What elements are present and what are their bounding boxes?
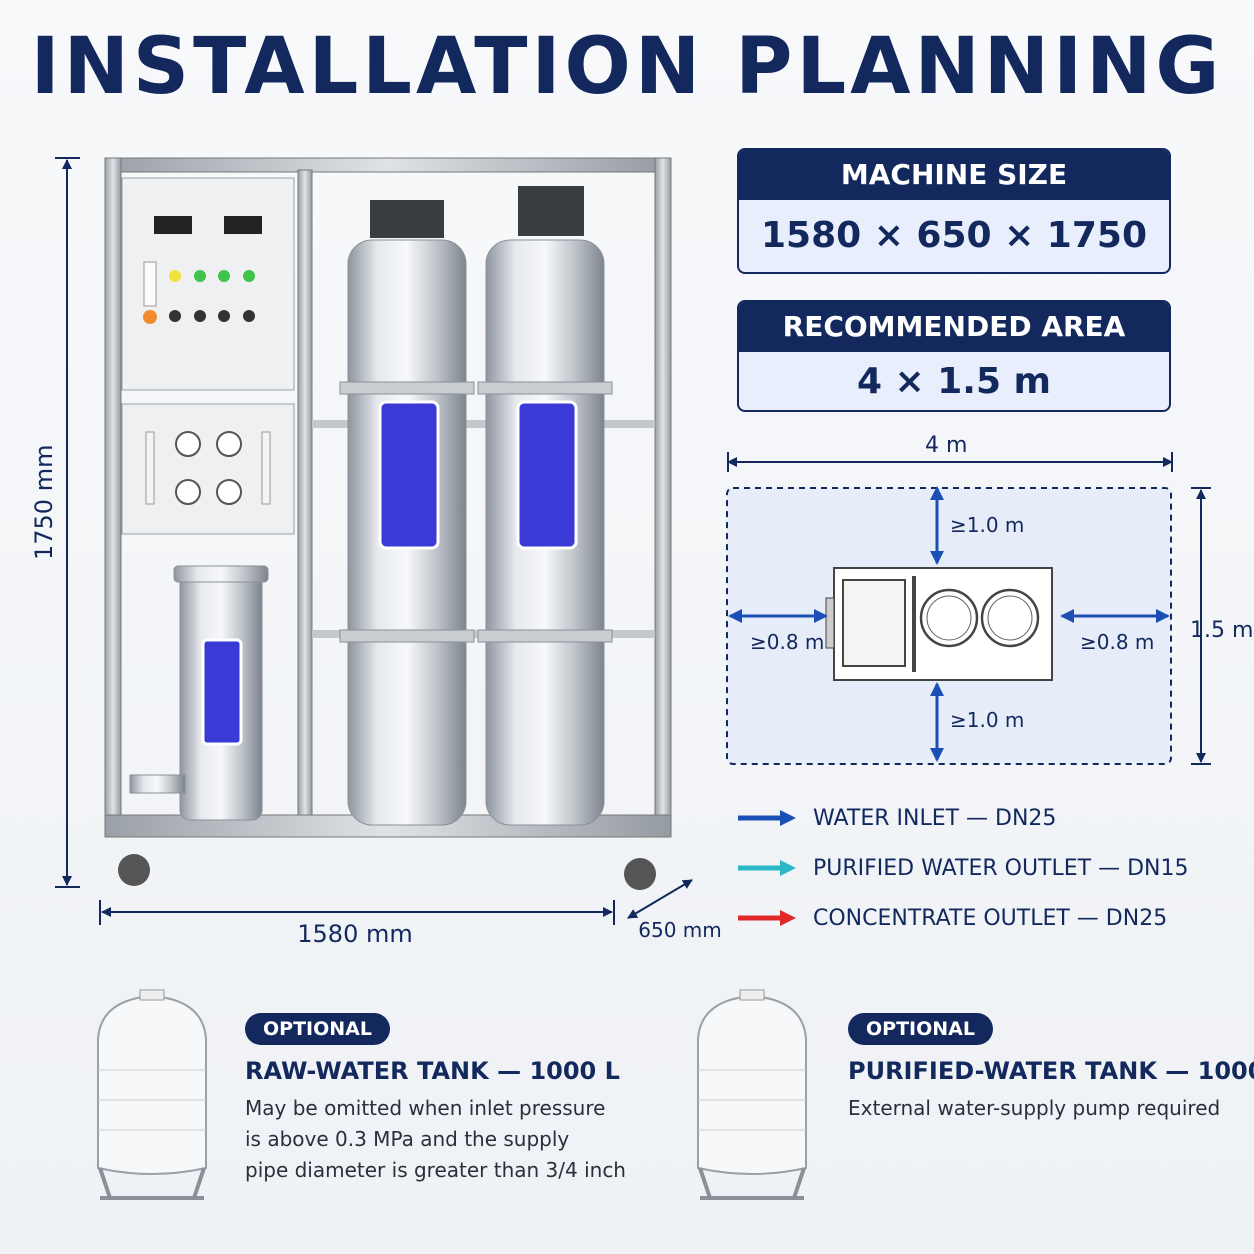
depth-dimension-line [627, 879, 693, 919]
tank-description: May be omitted when inlet pressure is ab… [245, 1096, 626, 1182]
legend-label: PURIFIED WATER OUTLET — DN15 [813, 855, 1189, 881]
area-length-label: 4 m [925, 433, 968, 458]
machine-size-value: 1580 × 650 × 1750 mm [761, 215, 1147, 256]
legend-label: WATER INLET — DN25 [813, 805, 1057, 831]
clearance-bottom-label: ≥1.0 m [950, 708, 1025, 732]
raw-water-tank-card: OPTIONAL RAW-WATER TANK — 1000 L May be … [245, 1013, 645, 1186]
arrow-right-icon [738, 910, 796, 926]
width-label: 1580 mm [297, 920, 413, 948]
depth-label: 650 mm [638, 918, 722, 942]
legend-label: CONCENTRATE OUTLET — DN25 [813, 905, 1168, 931]
tank-title: PURIFIED-WATER TANK — 1000 L [848, 1057, 1254, 1085]
arrow-right-icon [738, 860, 796, 876]
clearance-left-label: ≥0.8 m [750, 630, 825, 654]
filter-vessel-right [477, 186, 613, 826]
cartridge-filter [129, 565, 269, 821]
machine-size-box: MACHINE SIZE 1580 × 650 × 1750 mm [737, 148, 1171, 274]
area-width-label: 1.5 m [1190, 618, 1254, 643]
gauge-panel [121, 403, 295, 535]
legend-purified-outlet: PURIFIED WATER OUTLET — DN15 [738, 852, 1188, 884]
recommended-area-header: RECOMMENDED AREA [739, 302, 1169, 352]
purified-water-tank-card: OPTIONAL PURIFIED-WATER TANK — 1000 L Ex… [848, 1013, 1254, 1124]
machine-size-header: MACHINE SIZE [739, 150, 1169, 200]
control-panel [121, 177, 295, 391]
filter-vessel-left [339, 200, 475, 826]
tank-title: RAW-WATER TANK — 1000 L [245, 1057, 620, 1085]
clearance-top-label: ≥1.0 m [950, 513, 1025, 537]
caster-wheels [118, 854, 656, 890]
tank-description: External water-supply pump required [848, 1096, 1221, 1120]
purified-water-tank-illustration [697, 989, 807, 1200]
recommended-area-box: RECOMMENDED AREA 4 × 1.5 m [737, 300, 1171, 412]
legend-water-inlet: WATER INLET — DN25 [738, 802, 1056, 834]
optional-badge: OPTIONAL [848, 1013, 993, 1045]
clearance-right-label: ≥0.8 m [1080, 630, 1155, 654]
legend-concentrate-outlet: CONCENTRATE OUTLET — DN25 [738, 902, 1167, 934]
raw-water-tank-illustration [97, 989, 207, 1200]
height-label: 1750 mm [30, 444, 58, 560]
page-title: INSTALLATION PLANNING [30, 22, 1224, 112]
arrow-right-icon [738, 810, 796, 826]
machine-frame [104, 157, 672, 838]
recommended-area-value: 4 × 1.5 m [856, 361, 1052, 402]
optional-badge: OPTIONAL [245, 1013, 390, 1045]
machine-top-view [825, 567, 1053, 681]
